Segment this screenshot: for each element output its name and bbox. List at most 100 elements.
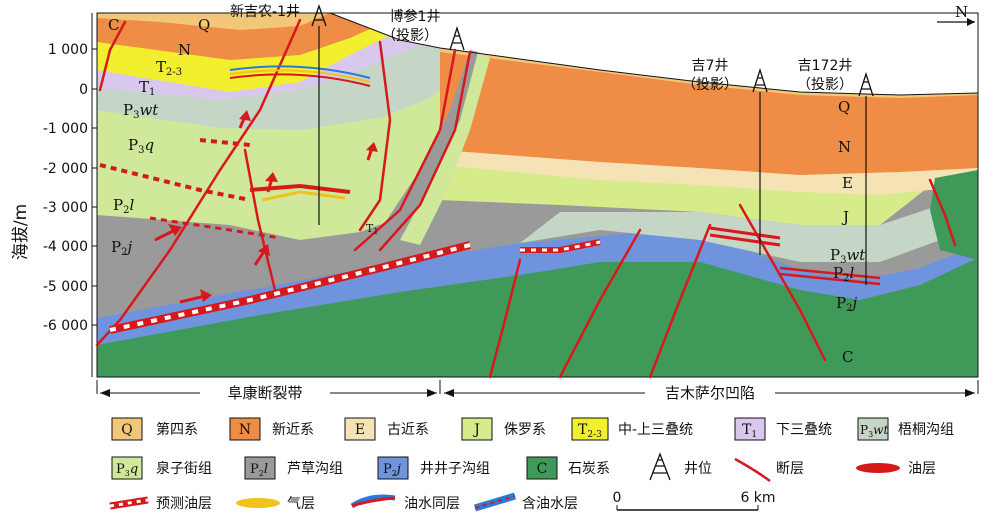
svg-text:J: J: [472, 422, 480, 438]
legend-p2j: P2j 井井子沟组: [377, 456, 490, 480]
svg-text:N: N: [178, 41, 191, 59]
well-j7-note: （投影）: [682, 77, 738, 93]
thrust-slab: [380, 50, 478, 240]
svg-text:P3wt: P3wt: [860, 423, 888, 439]
svg-text:-4 000: -4 000: [43, 239, 88, 255]
pred-oil-left-1: [99, 163, 251, 202]
svg-text:预测油层: 预测油层: [156, 496, 212, 512]
north-arrow: N: [937, 3, 975, 26]
faults: [95, 18, 957, 379]
y-tick-0: 0: [79, 82, 98, 98]
svg-text:P3wt: P3wt: [123, 101, 159, 121]
svg-text:侏罗系: 侏罗系: [504, 422, 546, 438]
svg-text:P2j: P2j: [111, 238, 132, 258]
oil-layer-mid: [249, 183, 351, 194]
well-xjn1-label: 新吉农-1井: [230, 4, 300, 20]
svg-text:P3q: P3q: [128, 136, 154, 156]
well-xjn1-icon: [311, 4, 327, 27]
svg-text:T2-3: T2-3: [156, 58, 182, 78]
well-j7-label: 吉7井: [692, 58, 729, 74]
legend-pred-oil: 预测油层: [109, 496, 212, 512]
fault-2: [95, 18, 302, 347]
y-tick-m3000: -3 000: [43, 200, 98, 216]
fault-7: [488, 258, 522, 379]
y-tick-m4000: -4 000: [43, 239, 98, 255]
oil-right-2: [709, 233, 781, 247]
svg-text:0: 0: [79, 82, 88, 98]
layer-c-right: [930, 170, 978, 260]
svg-text:P2l: P2l: [113, 196, 134, 216]
legend-e: E 古近系: [344, 417, 429, 441]
y-tick-m1000: -1 000: [43, 121, 98, 137]
y-tick-m5000: -5 000: [43, 279, 98, 295]
svg-text:P3wt: P3wt: [830, 246, 866, 266]
reservoirs: [99, 65, 881, 334]
legend-j: J 侏罗系: [461, 417, 546, 441]
svg-text:第四系: 第四系: [156, 421, 198, 438]
svg-text:C: C: [108, 16, 119, 34]
y-tick-1000: 1 000: [48, 42, 98, 58]
svg-text:P3q: P3q: [116, 462, 138, 478]
svg-text:新近系: 新近系: [272, 422, 314, 438]
layer-q-left: [97, 13, 330, 30]
svg-text:T2-3: T2-3: [578, 422, 602, 440]
svg-text:P2l: P2l: [250, 462, 268, 478]
legend-c: C 石炭系: [526, 456, 610, 480]
y-axis: 海拔/m 1 000 0 -1 000 -2 000 -3 000 -4 000…: [11, 13, 98, 377]
well-j7-icon: [752, 67, 768, 93]
svg-text:气层: 气层: [287, 496, 315, 512]
svg-text:N: N: [239, 422, 251, 438]
sky: [97, 13, 978, 95]
oil-right-3: [779, 266, 881, 280]
gas-layer-mid: [261, 190, 346, 202]
svg-text:下三叠统: 下三叠统: [776, 422, 832, 438]
svg-text:芦草沟组: 芦草沟组: [287, 461, 343, 477]
svg-text:-6 000: -6 000: [43, 318, 88, 334]
svg-text:-1 000: -1 000: [43, 121, 88, 137]
fault-3: [243, 148, 277, 292]
oil-right-4: [779, 272, 881, 286]
legend-water-oil: 含油水层: [473, 492, 578, 512]
svg-text:T1: T1: [139, 78, 155, 98]
fault-11: [928, 178, 957, 247]
oil-water-top: [229, 65, 371, 79]
svg-text:井位: 井位: [684, 461, 712, 477]
layer-n-left: [97, 13, 400, 60]
svg-text:E: E: [355, 422, 365, 438]
legend-p3q: P3q 泉子街组: [111, 456, 212, 480]
legend-t1: T1 下三叠统: [734, 417, 832, 441]
oil-right-1: [709, 226, 781, 240]
well-bc1-label: 博参1井: [390, 8, 441, 25]
legend-fault: 断层: [734, 457, 804, 483]
svg-text:古近系: 古近系: [387, 422, 429, 438]
oil-top: [229, 73, 371, 87]
svg-text:含油水层: 含油水层: [522, 496, 578, 512]
svg-text:E: E: [842, 174, 853, 192]
topography-line: [329, 12, 979, 96]
pred-oil-main: [109, 243, 471, 332]
y-tick-m6000: -6 000: [43, 318, 98, 334]
well-bc1-icon: [449, 25, 465, 51]
migration-arrows: [154, 110, 378, 304]
svg-text:J: J: [841, 208, 849, 226]
svg-text:油层: 油层: [908, 461, 936, 477]
well-j172-label: 吉172井: [798, 58, 853, 74]
pred-oil-left-2: [199, 138, 251, 147]
y-axis-label: 海拔/m: [11, 204, 31, 260]
svg-text:P2l: P2l: [833, 264, 854, 284]
legend-p2l: P2l 芦草沟组: [244, 456, 343, 480]
svg-text:P2j: P2j: [383, 462, 401, 478]
fault-5: [353, 48, 457, 252]
derrick-icon: [649, 452, 671, 481]
svg-text:6 km: 6 km: [740, 490, 775, 506]
svg-text:泉子街组: 泉子街组: [156, 460, 212, 477]
well-xjn1: 新吉农-1井: [230, 4, 327, 225]
pred-oil-right-w: [520, 240, 601, 252]
section-frame: [96, 12, 979, 378]
scale-bar: 0 6 km: [613, 490, 776, 511]
well-bc1: 博参1井 （投影）: [382, 8, 465, 51]
legend-well: 井位: [649, 452, 712, 481]
svg-text:Q: Q: [198, 16, 210, 34]
svg-text:梧桐沟组: 梧桐沟组: [898, 422, 954, 438]
